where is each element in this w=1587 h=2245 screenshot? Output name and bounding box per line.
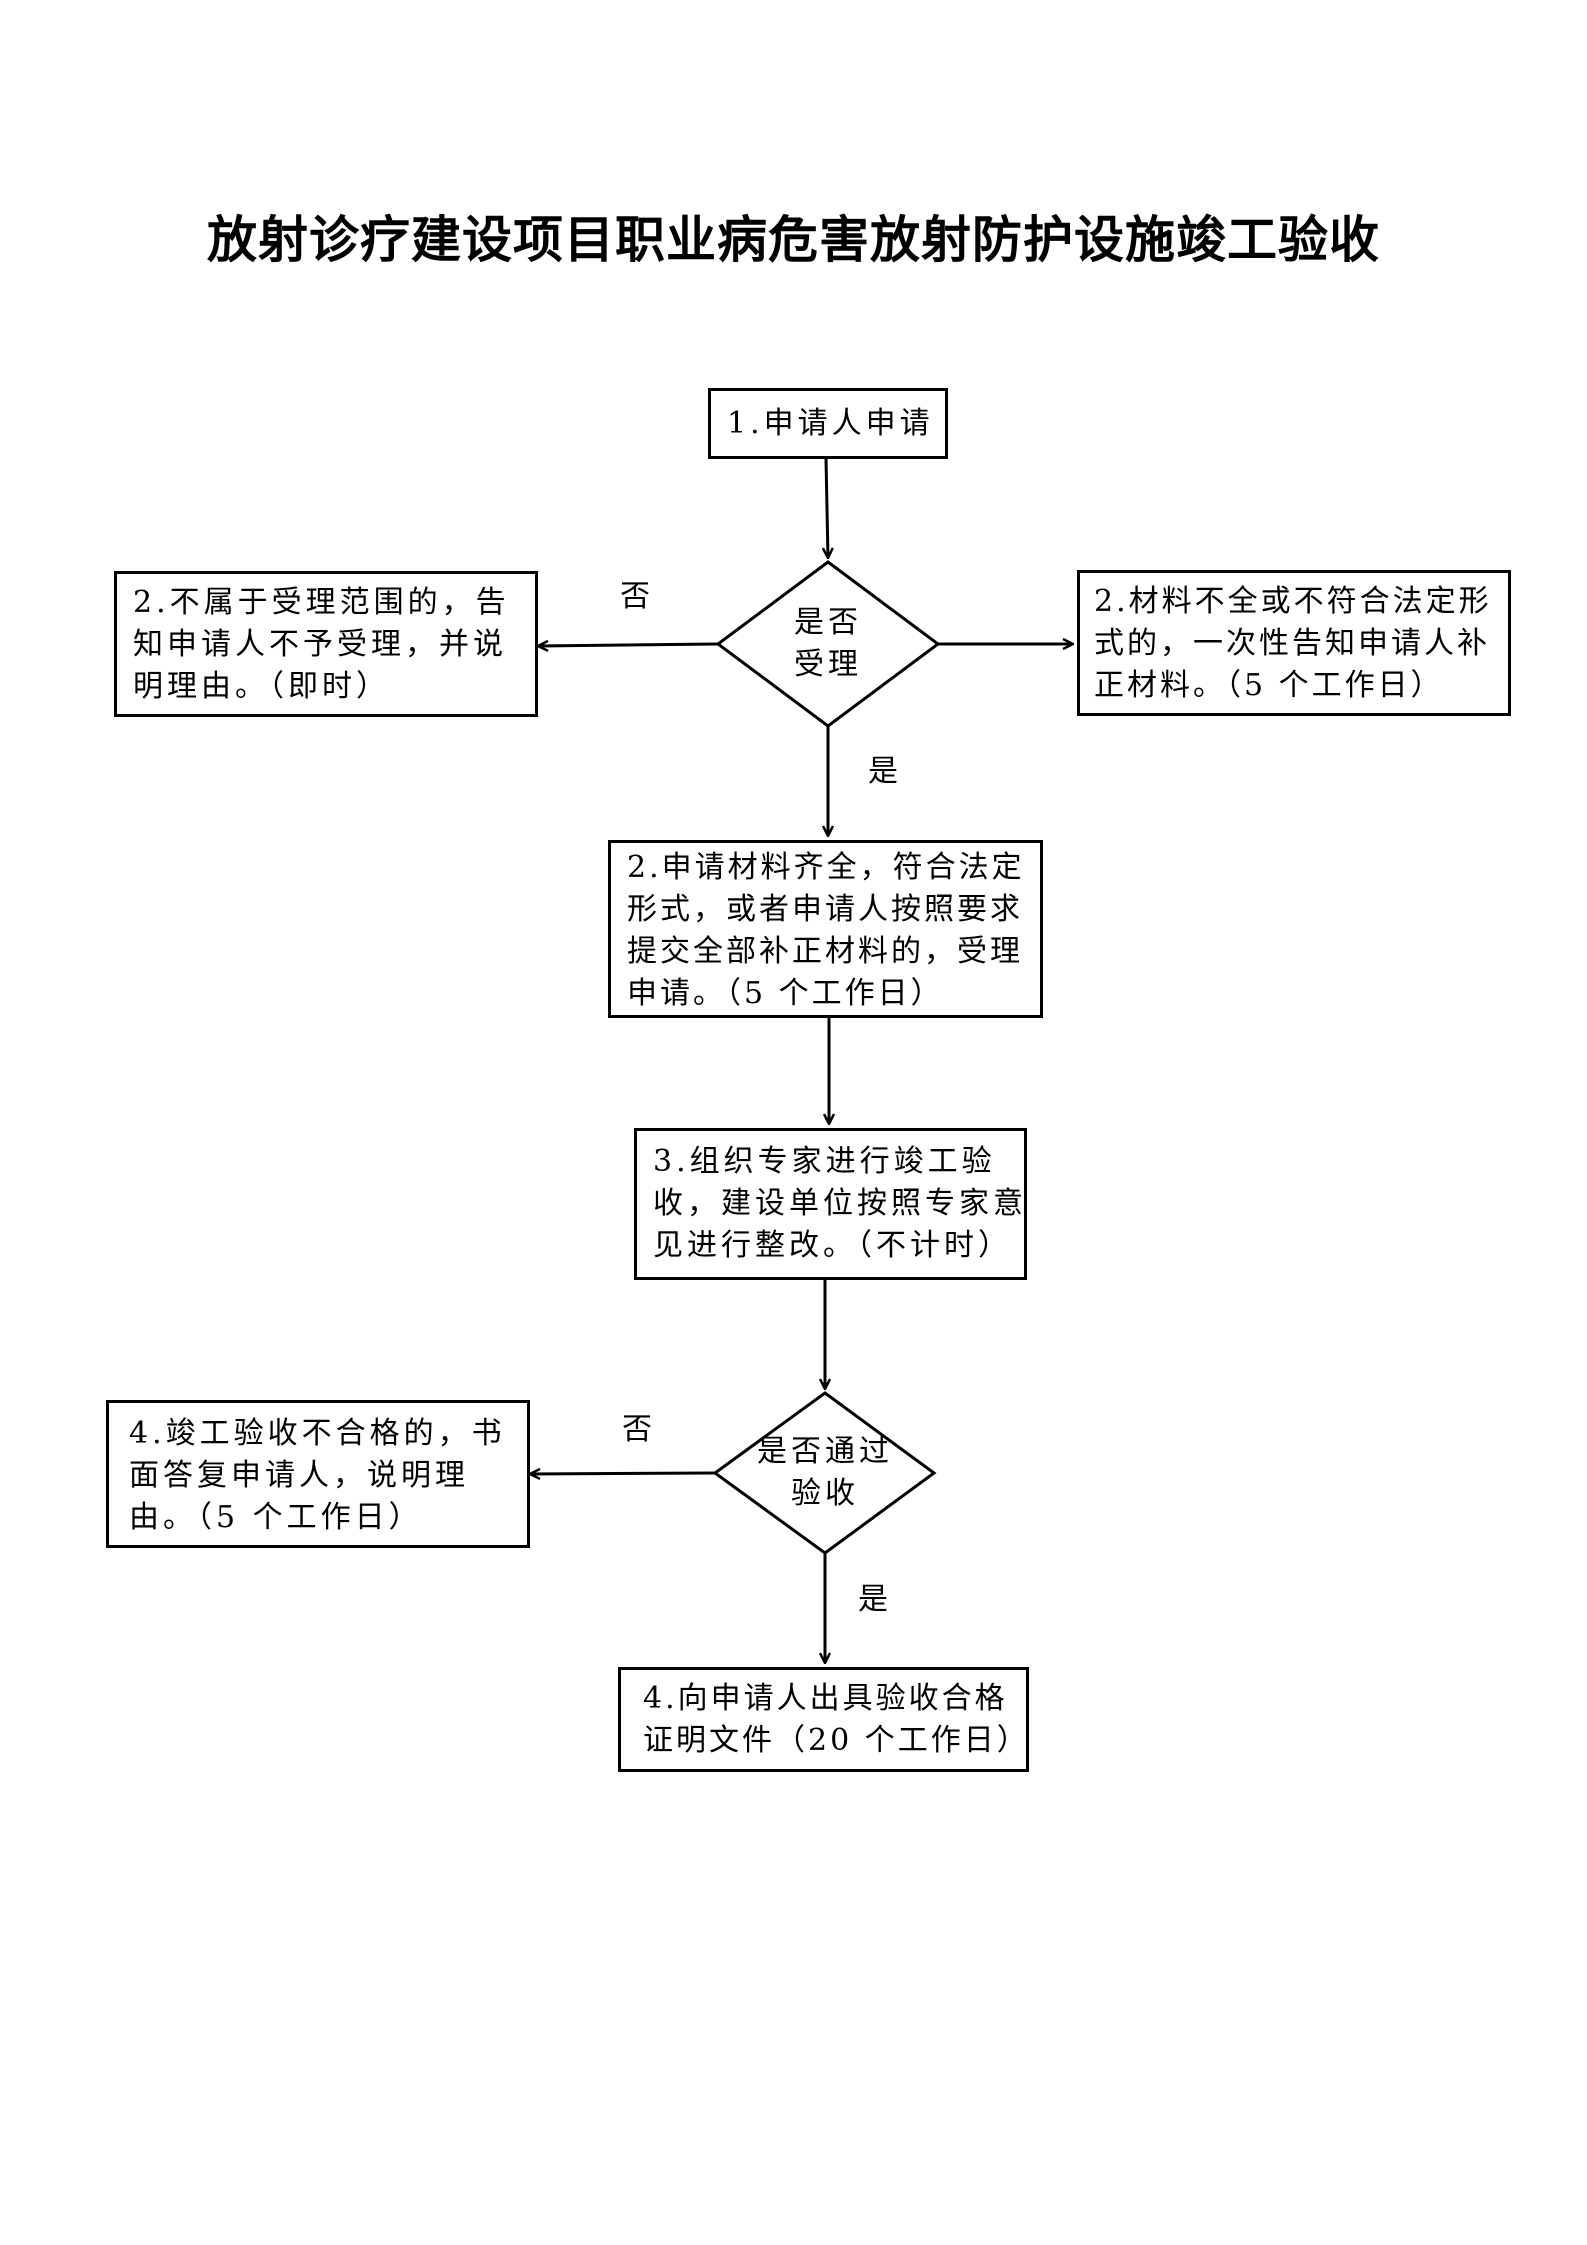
inspection-box: 3.组织专家进行竣工验 收，建设单位按照专家意 见进行整改。（不计时）: [634, 1128, 1027, 1280]
accept-line: 2.申请材料齐全，符合法定: [627, 850, 1025, 885]
edge-label-accept-yes: 是: [868, 754, 898, 789]
accept-line: 申请。（5 个工作日）: [627, 976, 944, 1011]
supplement-line: 正材料。（5 个工作日）: [1094, 668, 1444, 703]
arrow-decision-to-fail: [530, 1473, 716, 1474]
decision-pass-label: 是否通过 验收: [735, 1431, 915, 1515]
apply-text-line: 1.申请人申请: [727, 406, 934, 441]
reject-scope-line: 2.不属于受理范围的，告: [133, 585, 510, 620]
inspection-line: 见进行整改。（不计时）: [653, 1228, 1012, 1263]
decision-pass-line: 验收: [791, 1476, 859, 1511]
reject-scope-box: 2.不属于受理范围的，告 知申请人不予受理，并说 明理由。（即时）: [114, 571, 538, 717]
certificate-line: 证明文件（20 个工作日）: [643, 1723, 1030, 1758]
fail-box: 4.竣工验收不合格的，书 面答复申请人，说明理 由。（5 个工作日）: [106, 1400, 530, 1548]
edge-label-accept-no: 否: [620, 579, 650, 614]
fail-line: 由。（5 个工作日）: [129, 1500, 423, 1535]
certificate-box: 4.向申请人出具验收合格 证明文件（20 个工作日）: [618, 1667, 1029, 1772]
page-title: 放射诊疗建设项目职业病危害放射防护设施竣工验收: [207, 210, 1380, 269]
fail-line: 面答复申请人，说明理: [129, 1458, 469, 1493]
decision-accept-line: 是否: [794, 605, 862, 640]
accept-box: 2.申请材料齐全，符合法定 形式，或者申请人按照要求 提交全部补正材料的，受理 …: [608, 840, 1043, 1018]
supplement-line: 式的，一次性告知申请人补: [1094, 626, 1490, 661]
inspection-line: 收，建设单位按照专家意: [653, 1186, 1027, 1221]
decision-accept-line: 受理: [794, 647, 862, 682]
fail-line: 4.竣工验收不合格的，书: [129, 1416, 506, 1451]
arrow-apply-to-decision: [826, 458, 828, 558]
accept-line: 形式，或者申请人按照要求: [627, 892, 1023, 927]
arrow-decision-to-reject: [538, 644, 719, 646]
supplement-line: 2.材料不全或不符合法定形: [1094, 584, 1492, 619]
decision-accept-label: 是否 受理: [748, 602, 908, 686]
supplement-box: 2.材料不全或不符合法定形 式的，一次性告知申请人补 正材料。（5 个工作日）: [1077, 570, 1511, 716]
edge-label-pass-yes: 是: [858, 1582, 888, 1617]
accept-line: 提交全部补正材料的，受理: [627, 934, 1023, 969]
reject-scope-line: 知申请人不予受理，并说: [133, 627, 507, 662]
edge-label-pass-no: 否: [622, 1412, 652, 1447]
certificate-line: 4.向申请人出具验收合格: [643, 1681, 1008, 1716]
reject-scope-line: 明理由。（即时）: [133, 669, 390, 704]
inspection-line: 3.组织专家进行竣工验: [653, 1144, 996, 1179]
decision-pass-line: 是否通过: [757, 1434, 893, 1469]
apply-box: 1.申请人申请: [708, 388, 948, 459]
